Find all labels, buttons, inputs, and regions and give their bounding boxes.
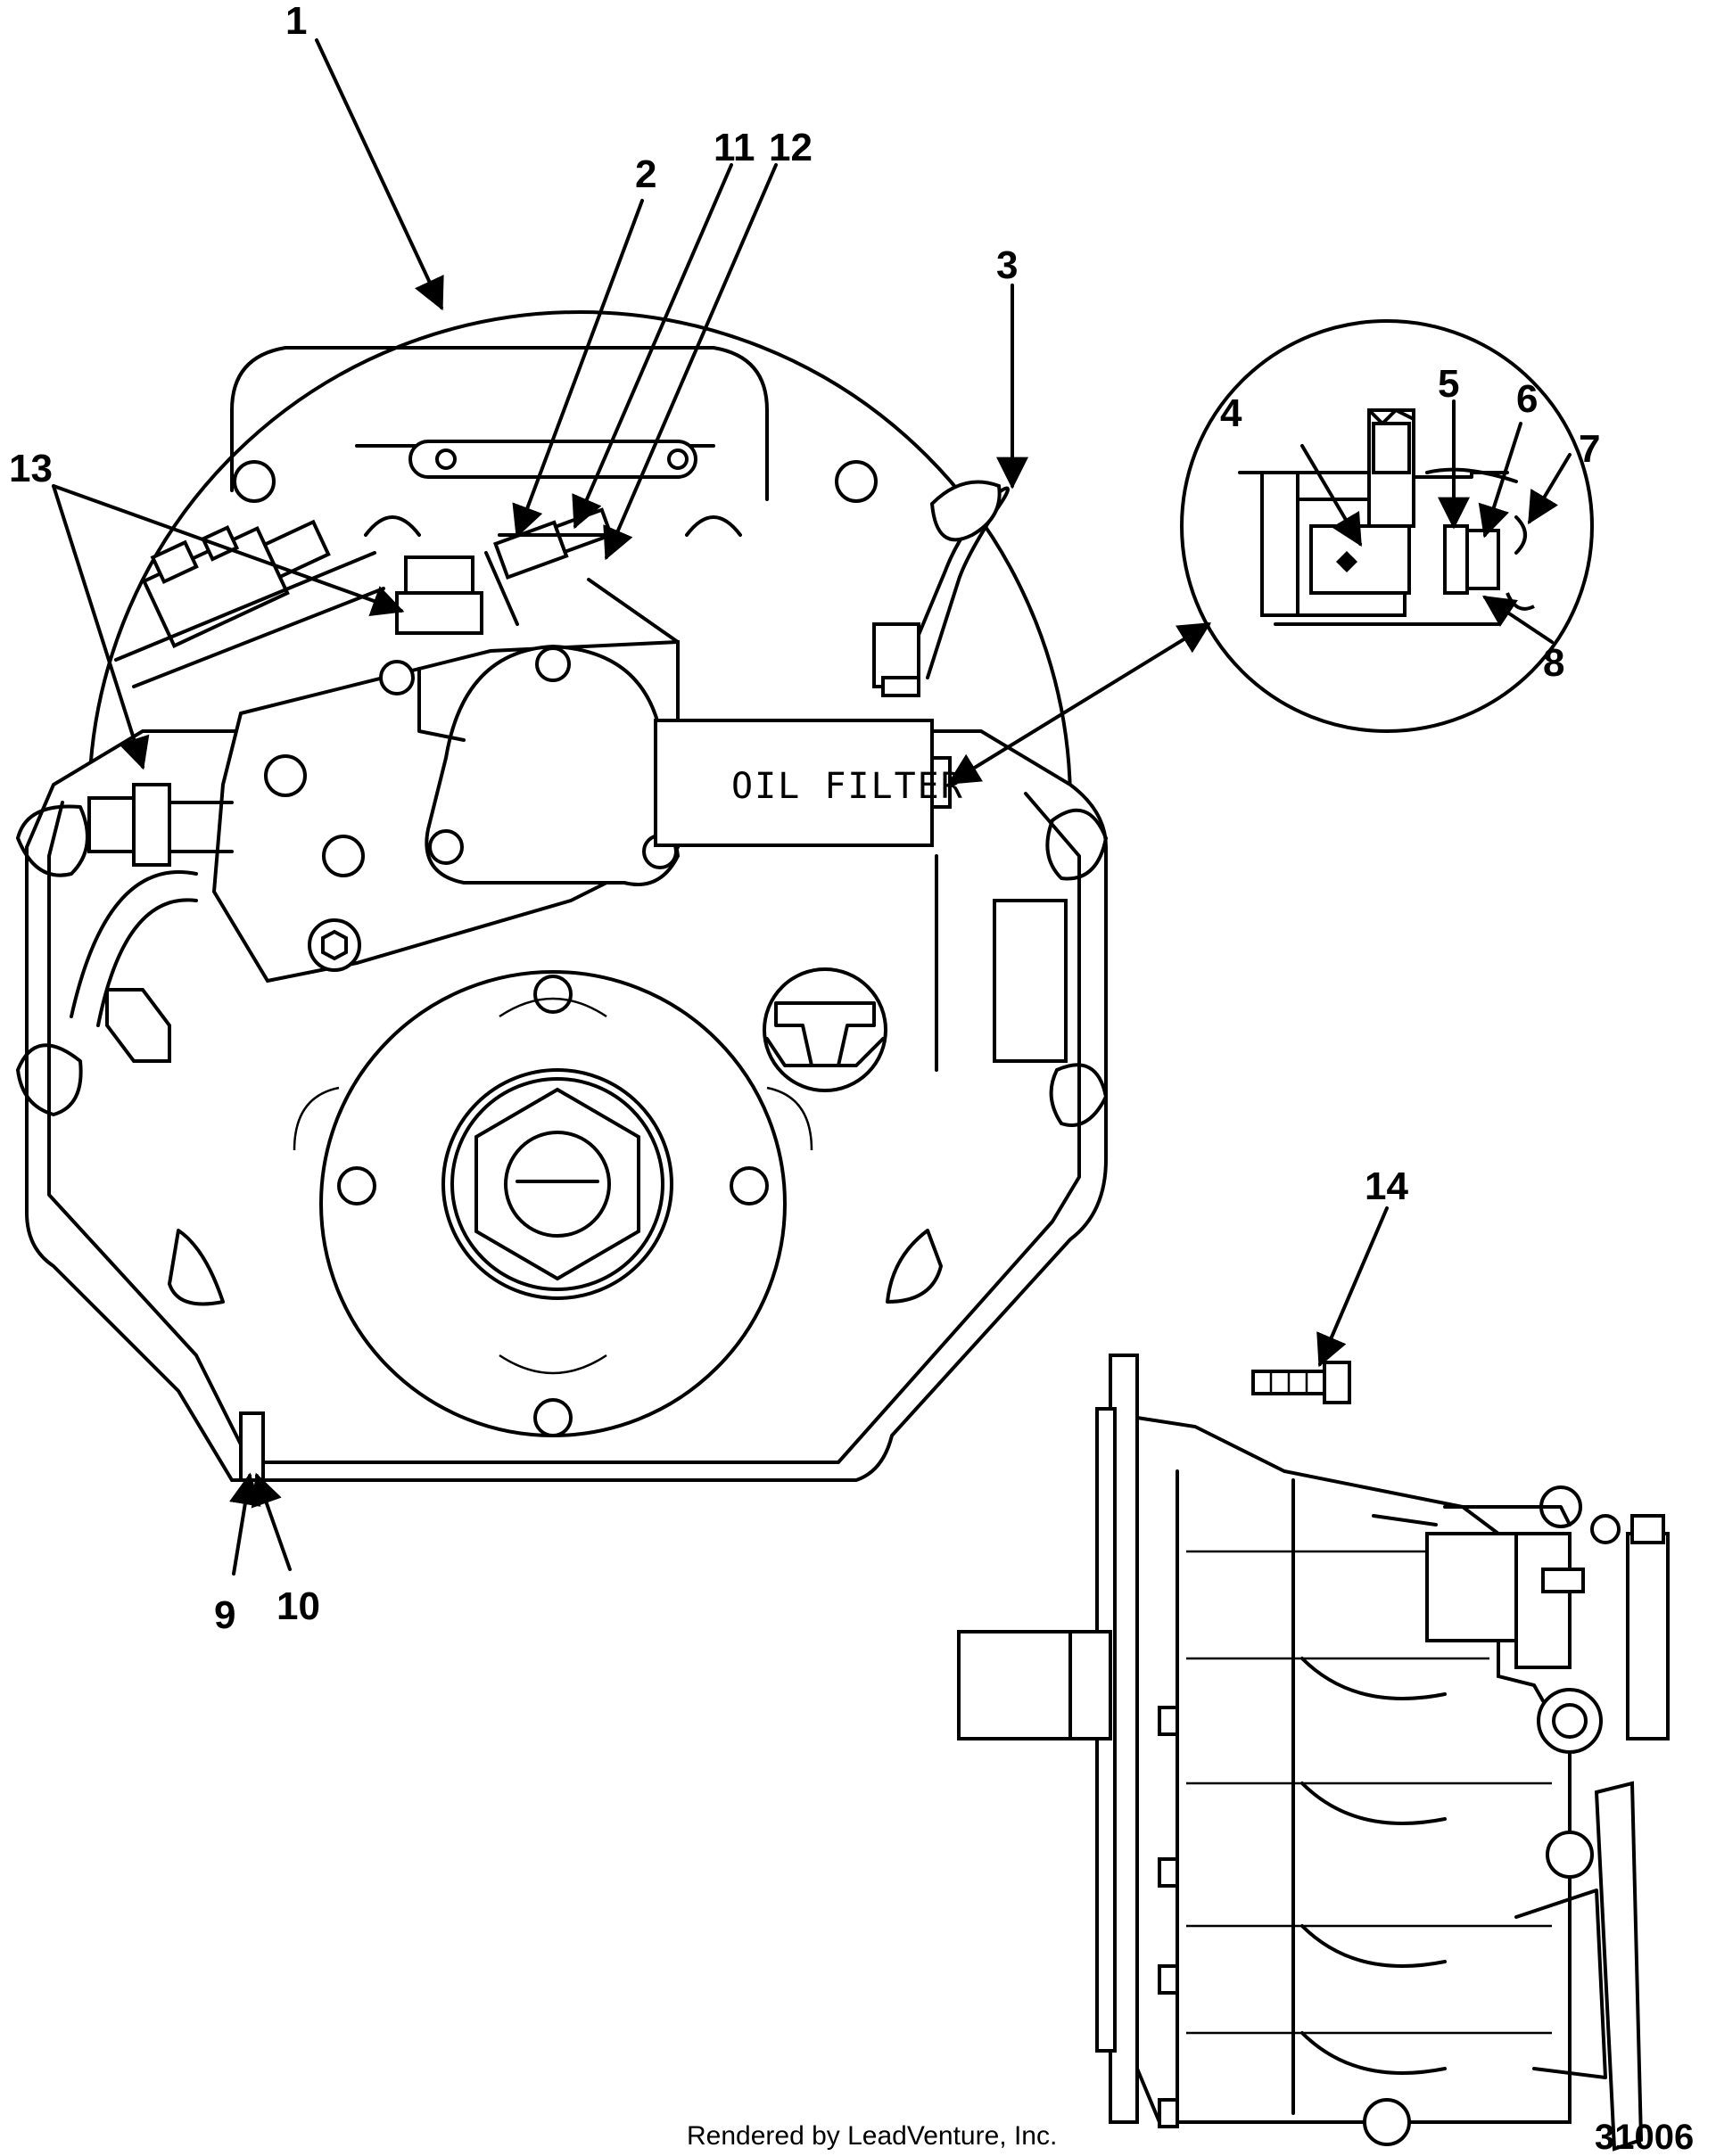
fitting-13-left [87,796,136,853]
callout-11: 11 [714,126,755,169]
callout-9: 9 [214,1593,235,1637]
detail-valve-4 [1309,524,1411,595]
callout-7: 7 [1579,427,1600,471]
rendered-by-credit: Rendered by LeadVenture, Inc. [687,2121,1057,2151]
detail-seal-6 [1465,529,1500,590]
bell-housing [87,310,1072,804]
oil-filter [654,719,934,847]
leader-lines [52,38,1572,1576]
side-output-shaft [957,1630,1112,1740]
callout-8: 8 [1543,641,1564,685]
logo-emblem [763,967,887,1092]
transmission-side-view [957,1354,1670,2152]
transmission-front-view: OIL FILTER [16,310,1108,1482]
callout-6: 6 [1516,377,1538,421]
figure-number: 31006 [1595,2118,1694,2156]
callout-labels: 1 2 3 4 5 6 7 8 9 10 11 12 13 14 [9,0,1600,1637]
callout-2: 2 [635,152,656,196]
pump-cover [425,644,681,886]
oil-filter-label: OIL FILTER [731,766,964,807]
callout-3: 3 [996,243,1018,287]
callout-1: 1 [285,0,307,43]
detail-spring-5 [1443,524,1469,595]
callout-13: 13 [9,447,53,490]
callout-4: 4 [1220,391,1242,435]
callout-10: 10 [276,1584,320,1628]
side-housing [1135,1415,1572,2124]
callout-14: 14 [1365,1164,1408,1208]
screw-14 [1251,1361,1351,1404]
callout-5: 5 [1438,362,1459,406]
fitting-13-top [395,591,483,635]
side-panel [993,899,1068,1063]
callout-12: 12 [769,126,813,169]
valve-12 [553,507,614,555]
drain-plug [239,1411,265,1482]
